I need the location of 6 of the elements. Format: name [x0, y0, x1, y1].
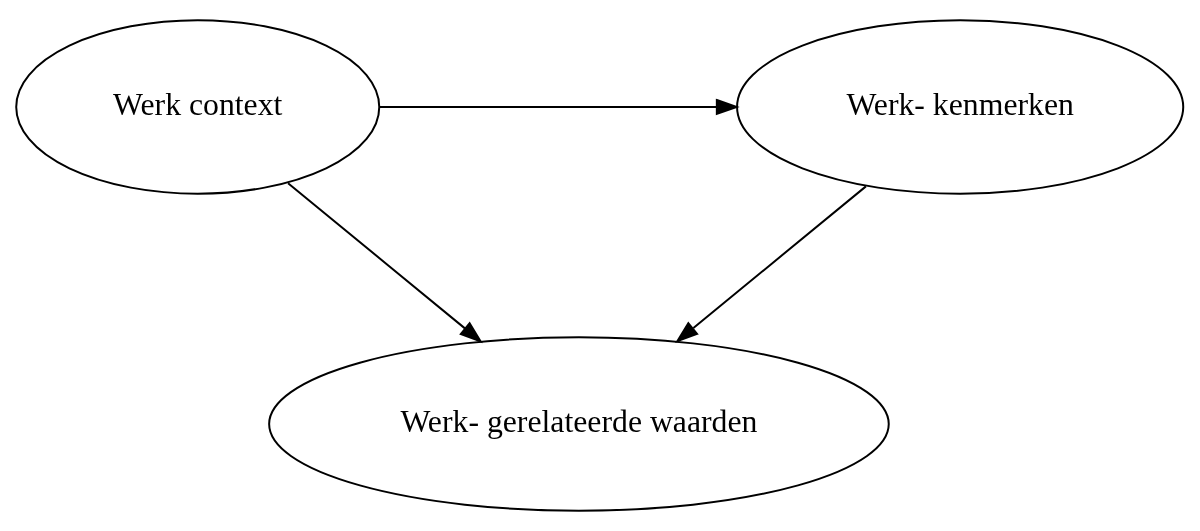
node-ellipse: Werk context	[15, 19, 381, 195]
arrow	[378, 98, 740, 116]
node-ellipse: Werk- kenmerken	[736, 19, 1185, 195]
arrow	[675, 185, 867, 344]
node-ellipse: Werk- gerelateerde waarden	[268, 336, 890, 512]
arrow	[287, 182, 483, 344]
